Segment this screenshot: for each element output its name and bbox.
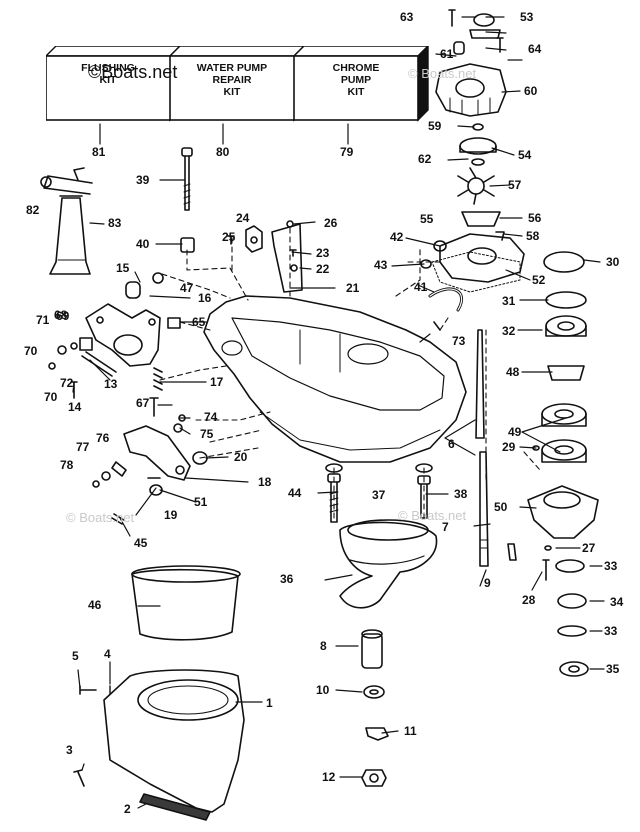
callout-number: 20	[234, 450, 248, 464]
callout-number: 28	[522, 593, 536, 607]
callout-number: 80	[216, 145, 230, 159]
callout-number: 41	[414, 280, 428, 294]
kit-box-shape	[46, 46, 181, 122]
callout-number: 55	[420, 212, 434, 226]
callout-number: 43	[374, 258, 388, 272]
callout-number: 31	[502, 294, 516, 308]
callout-number: 10	[316, 683, 330, 697]
callout-number: 15	[116, 261, 130, 275]
callout-number: 51	[194, 495, 208, 509]
watermark: ©Boats.net	[88, 62, 178, 82]
callout-number: 23	[316, 246, 330, 260]
callout-number: 78	[60, 458, 74, 472]
callout-number: 76	[96, 431, 110, 445]
callout-number: 69	[56, 309, 70, 323]
callout-number: 25	[222, 230, 236, 244]
watermark-faint-2: © Boats.net	[66, 510, 135, 525]
kit-box-82: FLUSHING KIT	[46, 46, 182, 126]
callout-number: 33	[604, 559, 618, 573]
callout-number: 22	[316, 262, 330, 276]
callout-number: 56	[528, 211, 542, 225]
callout-number: 4	[104, 647, 111, 661]
callout-number: 19	[164, 508, 178, 522]
callout-number: 17	[210, 375, 224, 389]
callout-number: 40	[136, 237, 150, 251]
callout-number: 53	[520, 10, 534, 24]
callout-number: 38	[454, 487, 468, 501]
callout-number: 8	[320, 639, 327, 653]
callout-number: 77	[76, 440, 90, 454]
callout-number: 12	[322, 770, 336, 784]
callout-number: 54	[518, 148, 532, 162]
callout-number: 44	[288, 486, 302, 500]
callout-number: 82	[26, 203, 40, 217]
callout-number: 39	[136, 173, 150, 187]
callout-number: 2	[124, 802, 131, 816]
callout-number: 81	[92, 145, 106, 159]
callout-number: 83	[108, 216, 122, 230]
callout-number: 72	[60, 376, 74, 390]
kit-box-shape	[294, 46, 429, 122]
callout-number: 71	[36, 313, 50, 327]
callout-number: 34	[610, 595, 624, 609]
callout-number: 47	[180, 281, 194, 295]
callout-number: 63	[400, 10, 414, 24]
callout-number: 45	[134, 536, 148, 550]
callout-number: 70	[24, 344, 38, 358]
callout-number: 21	[346, 281, 360, 295]
callout-number: 36	[280, 572, 294, 586]
kit-label: CHROME PUMP KIT	[332, 62, 380, 98]
callout-number: 24	[236, 211, 250, 225]
callout-number: 42	[390, 230, 404, 244]
callout-number: 64	[528, 42, 542, 56]
callout-number: 62	[418, 152, 432, 166]
callout-number: 27	[582, 541, 596, 555]
callout-number: 1	[266, 696, 273, 710]
callout-number: 50	[494, 500, 508, 514]
kit-label: FLUSHING KIT	[81, 62, 135, 86]
callout-number: 26	[324, 216, 338, 230]
callout-number: 68	[54, 308, 68, 322]
callout-number: 60	[524, 84, 538, 98]
callout-number: 46	[88, 598, 102, 612]
callout-number: 11	[404, 724, 417, 738]
callout-number: 5	[72, 649, 79, 663]
callout-number: 37	[372, 488, 386, 502]
callout-number: 52	[532, 273, 546, 287]
kit-box-81: WATER PUMP REPAIR KIT	[170, 46, 306, 126]
callout-number: 29	[502, 440, 516, 454]
watermark-faint-1: © Boats.net	[408, 66, 477, 81]
callout-number: 16	[198, 291, 212, 305]
callout-number: 59	[428, 119, 442, 133]
callout-number: 58	[526, 229, 540, 243]
callout-number: 32	[502, 324, 516, 338]
callout-number: 70	[44, 390, 58, 404]
callout-number: 33	[604, 624, 618, 638]
callout-number: 61	[440, 47, 454, 61]
watermark-faint-3: © Boats.net	[398, 508, 467, 523]
callout-number: 18	[258, 475, 272, 489]
callout-number: 74	[204, 410, 218, 424]
callout-number: 6	[448, 437, 455, 451]
callout-number: 57	[508, 178, 522, 192]
callout-number: 35	[606, 662, 620, 676]
callout-number: 49	[508, 425, 522, 439]
callout-number: 14	[68, 400, 82, 414]
callout-number: 75	[200, 427, 214, 441]
callout-number: 30	[606, 255, 620, 269]
callout-number: 7	[442, 520, 449, 534]
kit-label: WATER PUMP REPAIR KIT	[196, 62, 268, 98]
callout-number: 79	[340, 145, 354, 159]
callout-number: 3	[66, 743, 73, 757]
callout-number: 65	[192, 315, 206, 329]
callout-number: 48	[506, 365, 520, 379]
callout-number: 67	[136, 396, 150, 410]
callout-number: 73	[452, 334, 466, 348]
kit-box-shape	[170, 46, 305, 122]
callout-number: 13	[104, 377, 118, 391]
kit-box-80: CHROME PUMP KIT	[294, 46, 430, 126]
callout-number: 9	[484, 576, 491, 590]
